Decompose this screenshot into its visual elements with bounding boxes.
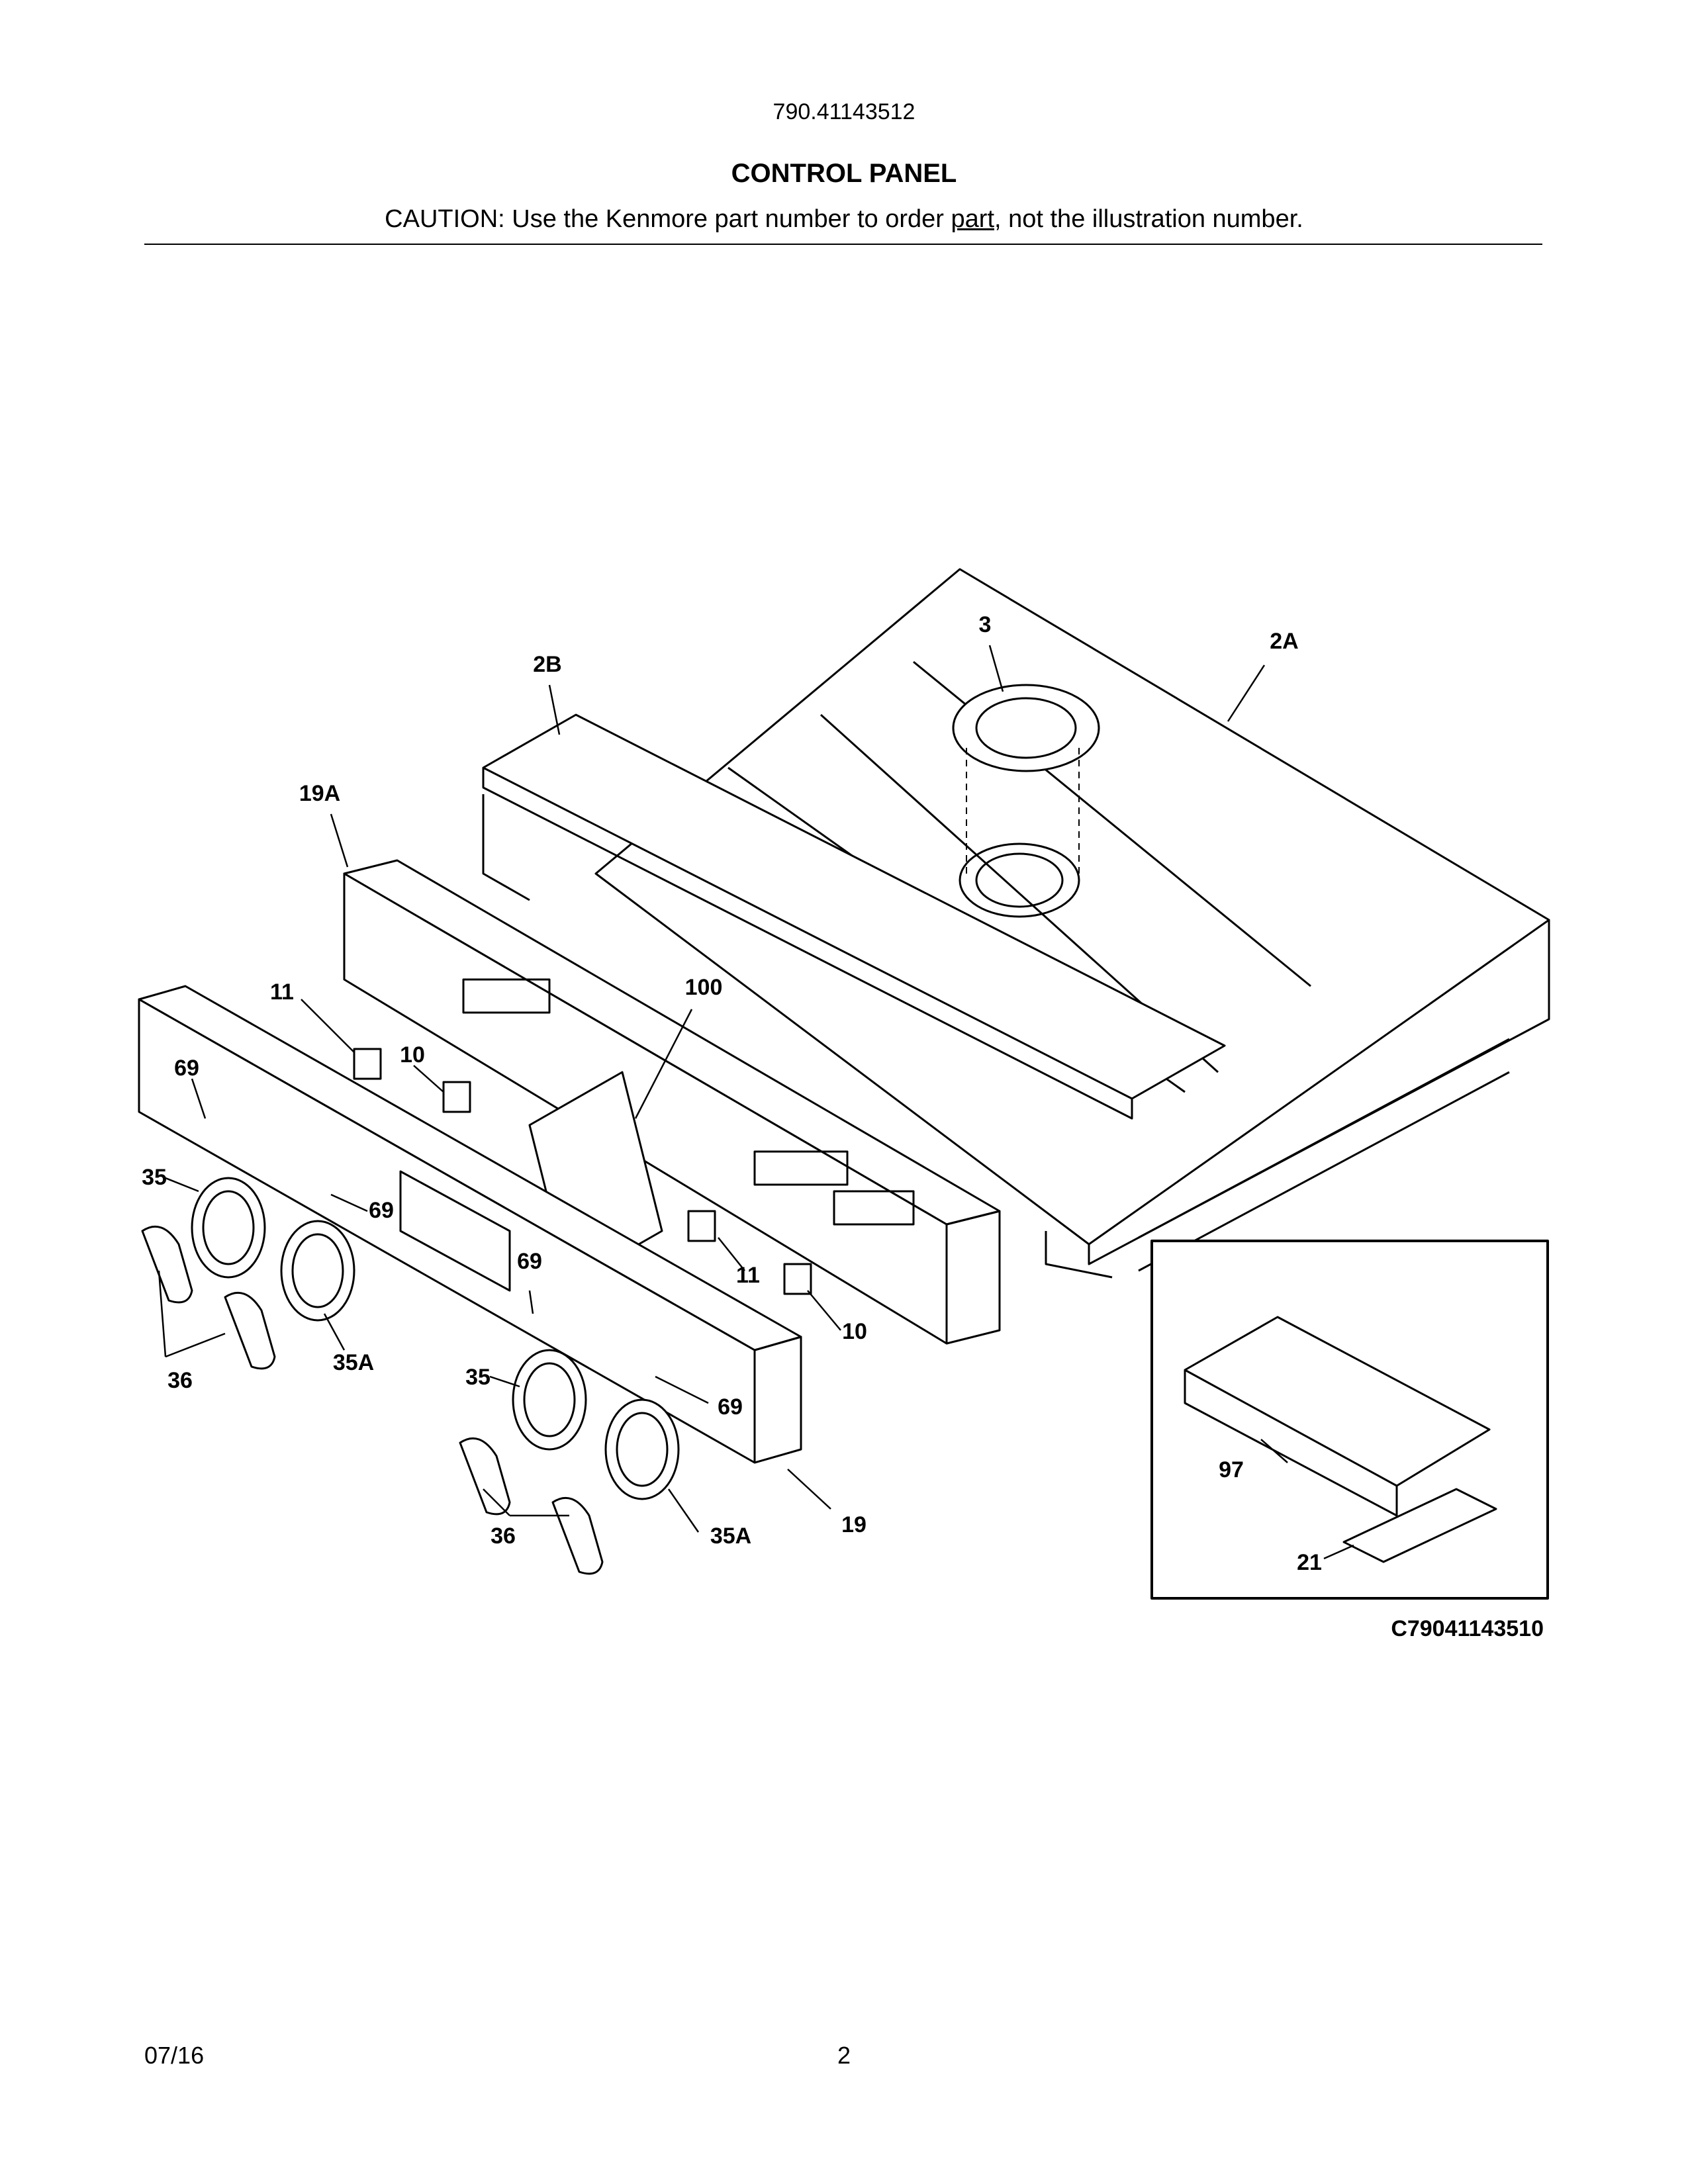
- callout-100: 100: [685, 975, 723, 1000]
- control-panel-backer: [343, 859, 1001, 1345]
- callout-35: 35: [142, 1165, 167, 1190]
- header-rule: [144, 244, 1542, 245]
- revision-date: 07/16: [144, 2042, 205, 2069]
- callout-69: 69: [174, 1056, 199, 1081]
- knob-bezels: [191, 1177, 680, 1500]
- caution-text: CAUTION: Use the Kenmore part number to …: [0, 205, 1688, 234]
- callout-11-b: 11: [736, 1263, 760, 1288]
- callout-35a-b: 35A: [710, 1524, 751, 1549]
- callout-labels: 3 2A 2B 19A 11 100 69 10 35 69 11 69 10 …: [142, 612, 1322, 1575]
- control-panel-front: [138, 985, 802, 1464]
- callout-35-b: 35: [465, 1365, 491, 1390]
- callout-21: 21: [1297, 1550, 1322, 1575]
- callout-10: 10: [400, 1042, 425, 1068]
- callout-11: 11: [270, 979, 294, 1005]
- drawing-code: C79041143510: [1391, 1616, 1544, 1641]
- caution-text-end: , not the illustration number.: [994, 205, 1303, 233]
- callout-35a: 35A: [333, 1350, 374, 1375]
- callout-69-d: 69: [718, 1394, 743, 1420]
- callout-3: 3: [979, 612, 992, 637]
- callout-69-b: 69: [369, 1198, 394, 1223]
- inset-detail: [1150, 1240, 1549, 1600]
- cross-bracket: [482, 713, 1226, 1120]
- page-number: 2: [837, 2042, 851, 2069]
- callout-36-b: 36: [491, 1524, 516, 1549]
- callout-leaders: [158, 645, 1266, 1533]
- callout-19: 19: [841, 1512, 867, 1537]
- fan-assembly: [952, 684, 1100, 918]
- callout-19a: 19A: [299, 781, 340, 806]
- switches: [353, 1048, 812, 1295]
- caution-part-link[interactable]: part: [951, 205, 994, 233]
- callout-2b: 2B: [533, 652, 561, 677]
- page-title: CONTROL PANEL: [731, 159, 957, 188]
- callout-36: 36: [167, 1368, 193, 1393]
- callout-2a: 2A: [1270, 629, 1298, 654]
- callout-69-c: 69: [517, 1249, 542, 1274]
- model-number: 790.41143512: [773, 99, 915, 124]
- control-knobs: [141, 1225, 604, 1575]
- callout-97: 97: [1219, 1457, 1244, 1482]
- callout-10-b: 10: [842, 1319, 867, 1344]
- caution-text-start: CAUTION: Use the Kenmore part number to …: [385, 205, 951, 233]
